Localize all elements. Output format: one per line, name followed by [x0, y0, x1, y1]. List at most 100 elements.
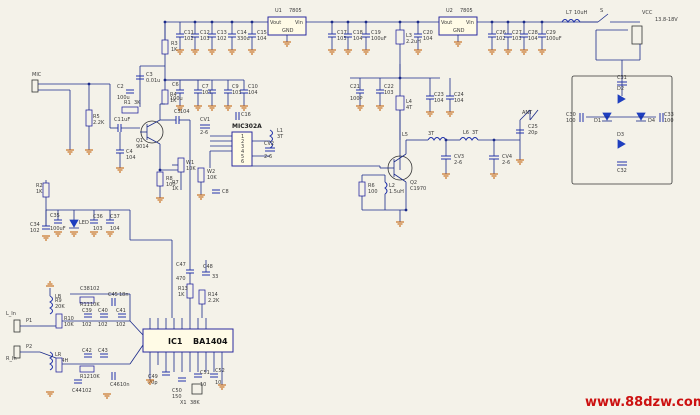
ic1-ref: IC1: [168, 337, 183, 346]
ba1404-bottom-caps: C49 20p C50 150 C51 10 X1 38K C52 10: [148, 365, 225, 406]
u2-gnd: GND: [453, 28, 465, 34]
watermark: www.88dzw.com: [585, 395, 700, 410]
q1-ref: Q1: [136, 138, 143, 144]
r11-value: 10K: [90, 302, 100, 308]
q2-emitter-network: R6 100 L2 1.5uH: [358, 166, 406, 222]
c7-value: 104: [202, 90, 212, 96]
c41-value: 102: [116, 322, 126, 328]
c21-label: C21: [350, 84, 360, 90]
c52-value: 10: [215, 380, 221, 386]
led-label: LED: [79, 220, 89, 226]
ic1-part: BA1404: [193, 337, 228, 346]
c35-label: C35: [50, 213, 60, 219]
c24-label: C24: [454, 92, 464, 98]
c-value: 103: [200, 36, 210, 42]
c50-label: C50: [172, 388, 182, 394]
mic-label: MIC: [32, 72, 42, 78]
c34-label: C34: [30, 222, 40, 228]
r3-value: 1K: [171, 47, 178, 53]
q1-transistor: Q1 9014: [136, 104, 164, 170]
u2-vin: Vin: [466, 20, 474, 26]
u1-ref: U1: [275, 8, 282, 14]
mixer-mic302a: MIC302A 1 2 3 4 5 6 L1 3T CV2 2-6 CV1 2-…: [200, 112, 380, 167]
u2-ref: U2: [446, 8, 453, 14]
c23-label: C23: [434, 92, 444, 98]
q1-part: 9014: [136, 144, 149, 150]
c16-label: C16: [241, 112, 251, 118]
r12-label: R12: [80, 374, 90, 380]
c-label: C27: [512, 30, 522, 36]
cv2-label: CV2: [264, 141, 274, 147]
mic-input: MIC R5 2.2K C1 1uF R1 3K: [31, 72, 141, 150]
power-input: L7 10uH S VCC 13.8-18V: [561, 8, 678, 60]
d1-label: D1: [594, 118, 601, 124]
c7-label: C7: [202, 84, 209, 90]
pin-4: 4: [241, 149, 244, 155]
c-label: C29: [546, 30, 556, 36]
r14-value: 2.2K: [208, 298, 220, 304]
c49-label: C49: [148, 374, 158, 380]
d3-label: D3: [617, 132, 624, 138]
c21-value: 100P: [350, 96, 363, 102]
c-label: C31: [617, 75, 627, 81]
c38-value: 102: [90, 286, 100, 292]
c-value: 104: [353, 36, 363, 42]
x1-value: 38K: [190, 400, 200, 406]
ba1404-ic: IC1 BA1404 C47 470 R13 1K C48 33 R14: [142, 260, 234, 372]
q1-output-coupling: C5 104: [160, 109, 191, 260]
c50-value: 150: [172, 394, 182, 400]
c9-value: 103: [232, 90, 242, 96]
c34-value: 102: [30, 228, 40, 234]
r7-value: 1K: [172, 186, 179, 192]
cv2-value: 2-6: [264, 154, 272, 160]
c-value: 102: [217, 36, 227, 42]
c-value: 103: [337, 36, 347, 42]
c3-value: 0.01u: [146, 78, 160, 84]
r1-label: R1: [124, 100, 131, 106]
c44-label: C44: [72, 388, 82, 394]
r10-label: R10: [64, 316, 74, 322]
l3-label: L3: [406, 33, 412, 39]
r1-value: 3K: [134, 100, 141, 106]
c39-label: C39: [82, 308, 92, 314]
c10-label: C10: [248, 84, 258, 90]
r7-label: R7: [172, 180, 179, 186]
vcc-voltage: 13.8-18V: [655, 17, 678, 23]
l4-label: L4: [406, 99, 412, 105]
c46-value: 10n: [120, 382, 130, 388]
c-value: 104: [528, 36, 538, 42]
c6-value: 100u: [170, 96, 183, 102]
right-input-label: R_In: [6, 356, 17, 362]
c40-value: 102: [98, 322, 108, 328]
c41-label: C41: [116, 308, 126, 314]
l5-value: 3T: [428, 131, 435, 137]
c51-value: 10: [200, 382, 206, 388]
c-value: 100uF: [371, 36, 387, 42]
l6-value: 3T: [472, 130, 479, 136]
c23-value: 104: [434, 98, 444, 104]
r5-value: 2.2K: [93, 120, 105, 126]
c-label: C15: [257, 30, 267, 36]
r10-value: 10K: [64, 322, 74, 328]
l1-value: 3T: [277, 134, 284, 140]
c48-label: C48: [203, 264, 213, 270]
p1-label: P1: [26, 318, 32, 324]
c-label: C30: [566, 112, 576, 118]
c-label: C14: [237, 30, 247, 36]
cv3-value: 2-6: [454, 160, 462, 166]
c-label: C17: [337, 30, 347, 36]
r4-label: R4: [170, 92, 177, 98]
cv4-label: CV4: [502, 154, 512, 160]
r13-label: R13: [178, 286, 188, 292]
d2-label: D2: [617, 86, 624, 92]
r5-label: R5: [93, 114, 100, 120]
c2-value: 100u: [117, 95, 130, 101]
l3-value: 2.2uH: [406, 39, 421, 45]
c40-label: C40: [98, 308, 108, 314]
q2-ref: Q2: [410, 180, 417, 186]
c5-value: 104: [180, 109, 190, 115]
switch-label: S: [600, 8, 603, 14]
c47-label: C47: [176, 262, 186, 268]
cv3-label: CV3: [454, 154, 464, 160]
